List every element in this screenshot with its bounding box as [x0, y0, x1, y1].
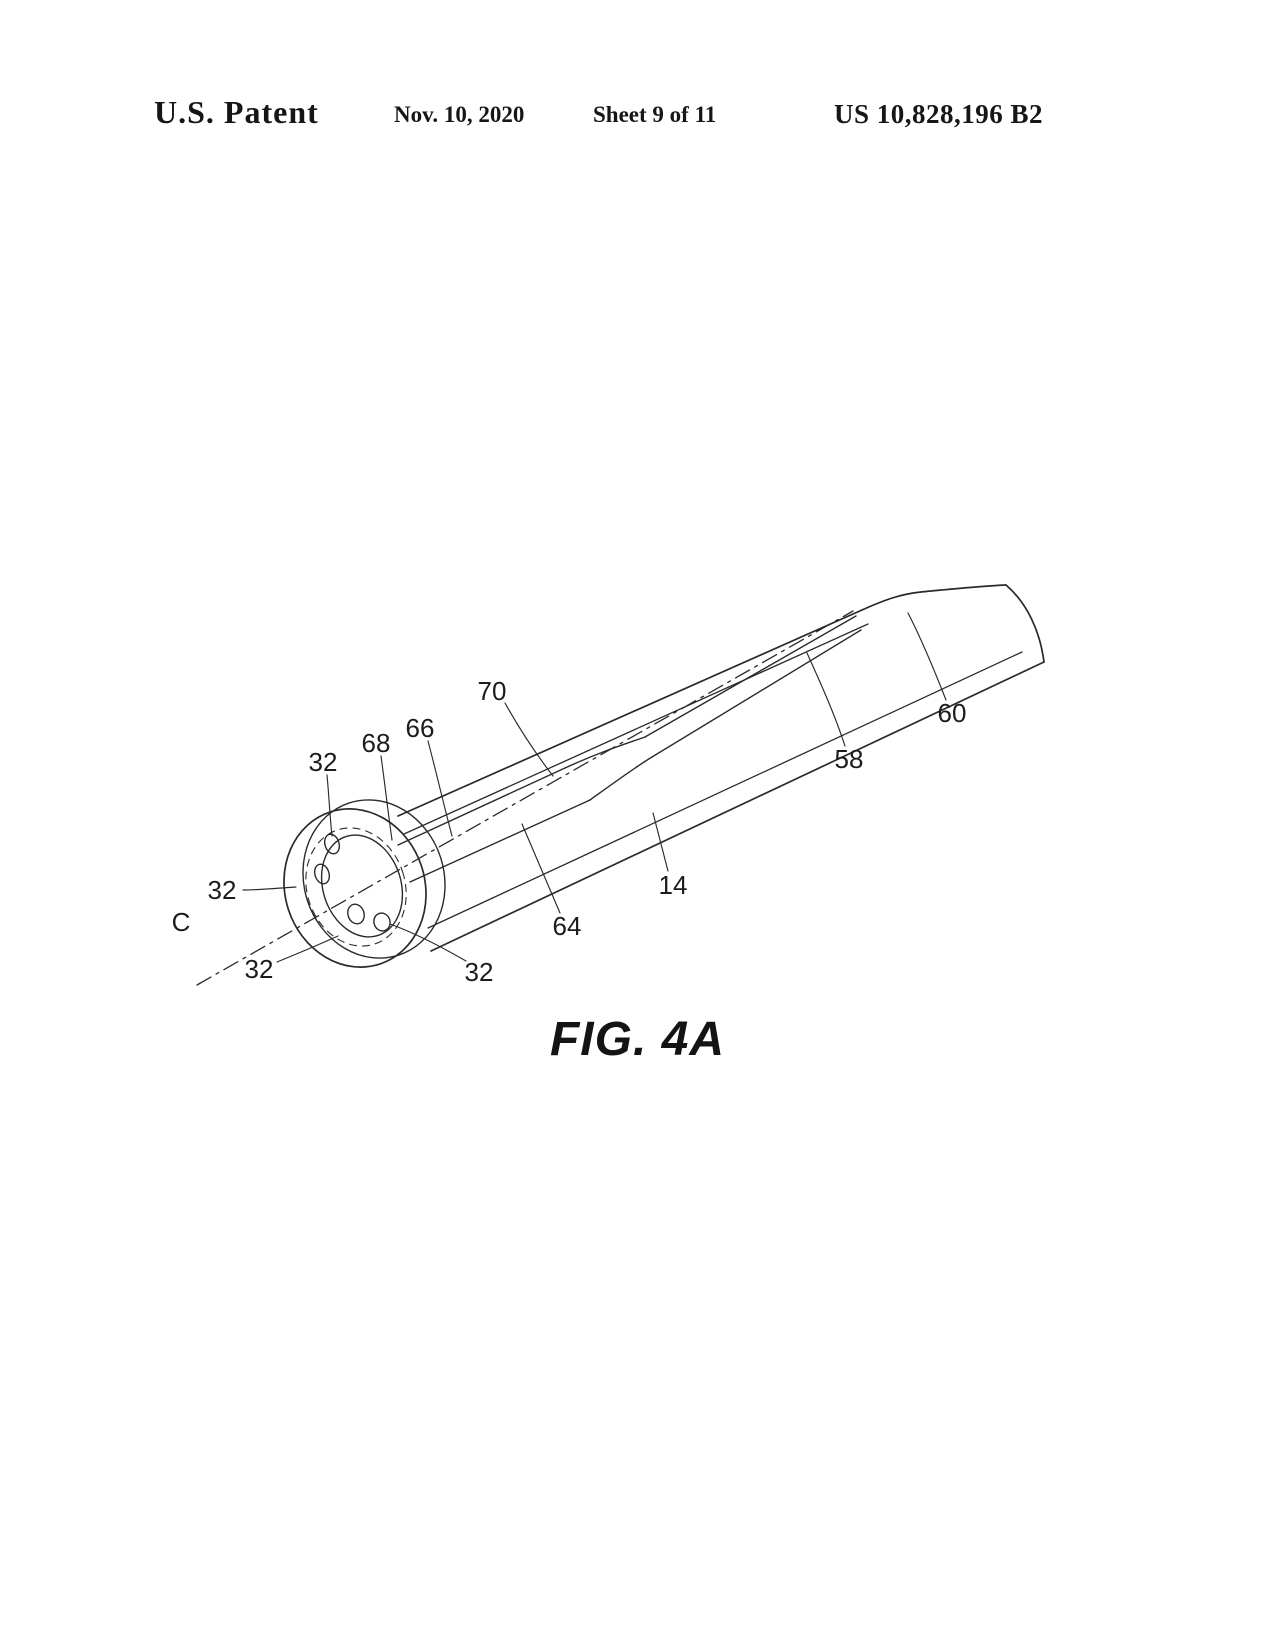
ref-label-58: 58: [835, 744, 864, 774]
leader-lines: [242, 612, 947, 963]
sheet-number: Sheet 9 of 11: [593, 102, 717, 127]
ref-label-14: 14: [659, 870, 688, 900]
blade-root-body: [397, 584, 1045, 952]
ref-label-64: 64: [553, 911, 582, 941]
ref-label-60: 60: [938, 698, 967, 728]
centerline: [196, 610, 854, 986]
internal-spar-channel: [397, 615, 862, 883]
patent-number: US 10,828,196 B2: [834, 99, 1044, 129]
ref-label-70: 70: [478, 676, 507, 706]
ref-label-32-bottom-left: 32: [245, 954, 274, 984]
ref-label-c: C: [172, 907, 191, 937]
patent-title: U.S. Patent: [154, 94, 319, 130]
ref-label-32-left: 32: [208, 875, 237, 905]
bolt-holes: [313, 833, 391, 932]
patent-date: Nov. 10, 2020: [394, 102, 525, 127]
bolt-circle-hidden-line: [305, 827, 407, 947]
figure-caption: FIG. 4A: [549, 1013, 726, 1066]
ref-label-66: 66: [406, 713, 435, 743]
ref-label-68: 68: [362, 728, 391, 758]
ref-label-32-top: 32: [309, 747, 338, 777]
ref-label-32-bottom-right: 32: [465, 957, 494, 987]
